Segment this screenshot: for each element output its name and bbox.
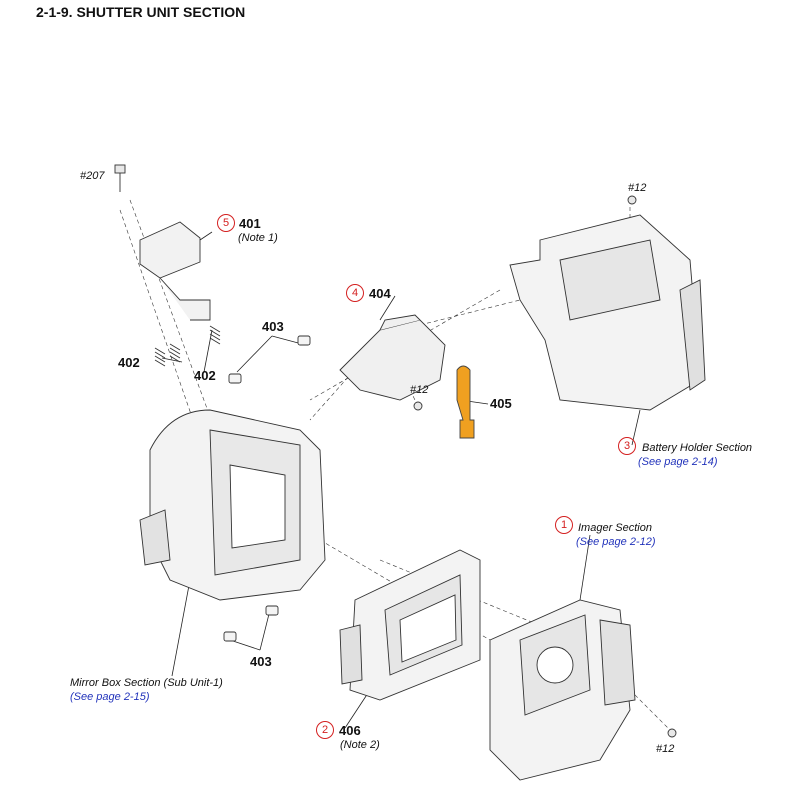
screw-12-top-label: #12 <box>628 182 647 194</box>
screw-12-bottom-label: #12 <box>656 743 675 755</box>
part-405-highlighted-flex <box>456 365 475 439</box>
imager-section-name: Imager Section <box>578 522 652 534</box>
page-title: 2-1-9. SHUTTER UNIT SECTION <box>36 4 246 20</box>
screw-207-label: #207 <box>80 170 105 182</box>
part-403-number-bottom: 403 <box>250 654 272 669</box>
part-406-shutter-unit <box>339 549 481 701</box>
battery-section-ref: (See page 2-14) <box>638 456 718 468</box>
imager-section-shape <box>489 599 636 781</box>
part-401-note: (Note 1) <box>238 232 278 244</box>
battery-section-name: Battery Holder Section <box>642 442 753 454</box>
screw-12-mid-shape <box>413 401 423 411</box>
battery-holder-section-shape <box>509 214 706 411</box>
part-402-number-left: 402 <box>118 355 140 370</box>
part-403-pads <box>223 335 311 642</box>
part-403-number-top: 403 <box>262 319 284 334</box>
callout-circle-401: 5 <box>217 214 235 232</box>
part-406-note: (Note 2) <box>340 739 380 751</box>
mirror-section-name: Mirror Box Section (Sub Unit-1) <box>70 677 223 689</box>
part-405-number: 405 <box>490 396 512 411</box>
screw-12-bottom-shape <box>667 728 677 738</box>
mirror-box-section-shape <box>139 409 326 601</box>
part-402-springs <box>154 325 221 367</box>
mirror-section-ref: (See page 2-15) <box>70 691 150 703</box>
screw-12-mid-label: #12 <box>410 384 429 396</box>
part-401-sensor-flex <box>139 221 211 321</box>
part-401-number: 401 <box>239 216 261 231</box>
callout-circle-imager: 1 <box>555 516 573 534</box>
callout-circle-404: 4 <box>346 284 364 302</box>
imager-section-ref: (See page 2-12) <box>576 536 656 548</box>
screw-207-shape <box>114 164 126 192</box>
part-402-number-right: 402 <box>194 368 216 383</box>
part-404-bracket <box>339 314 446 401</box>
screw-12-top-shape <box>627 195 637 205</box>
part-406-number: 406 <box>339 723 361 738</box>
callout-circle-406: 2 <box>316 721 334 739</box>
callout-circle-battery: 3 <box>618 437 636 455</box>
part-404-number: 404 <box>369 286 391 301</box>
